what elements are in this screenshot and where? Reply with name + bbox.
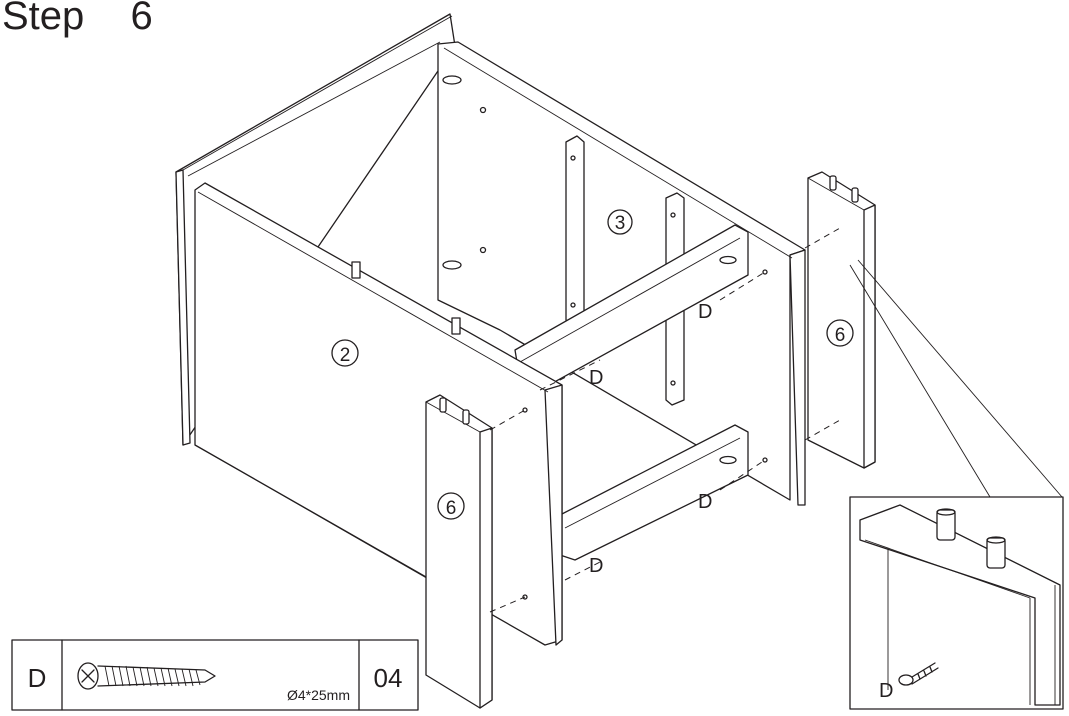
callout-line-right [857, 259, 1063, 498]
left-leg-label: 6 [446, 498, 457, 519]
screw-label-d1: D [698, 301, 712, 323]
rails [514, 224, 749, 561]
left-leg-6: 6 [425, 394, 493, 709]
screw-label-d2: D [589, 367, 603, 389]
right-leg-label: 6 [835, 325, 846, 346]
screw-label-d4: D [589, 555, 603, 577]
right-leg-circle [826, 319, 854, 347]
part-2-label: 2 [340, 345, 351, 366]
parts-box-quantity: 04 [374, 663, 403, 693]
right-leg-6: 6 [807, 171, 876, 469]
left-leg-circle [437, 492, 465, 520]
callout-line-left [849, 264, 991, 498]
dowel-strips [565, 135, 685, 406]
part-2-circle [331, 339, 359, 367]
parts-box-letter: D [28, 663, 47, 693]
detail-view: D [849, 496, 1064, 710]
part-3-circle [607, 209, 633, 235]
screw-guides [489, 227, 841, 613]
top-panel-3: 3 [437, 41, 806, 506]
detail-screw-label: D [879, 680, 893, 702]
screw-icon [77, 662, 216, 690]
parts-box-size: Ø4*25mm [287, 687, 350, 703]
step-title: Step 6 [2, 0, 153, 38]
parts-box: D Ø4*25mm 04 [11, 639, 419, 711]
part-3-label: 3 [615, 213, 626, 234]
detail-screw-icon [898, 662, 939, 686]
screw-label-d3: D [698, 491, 712, 513]
